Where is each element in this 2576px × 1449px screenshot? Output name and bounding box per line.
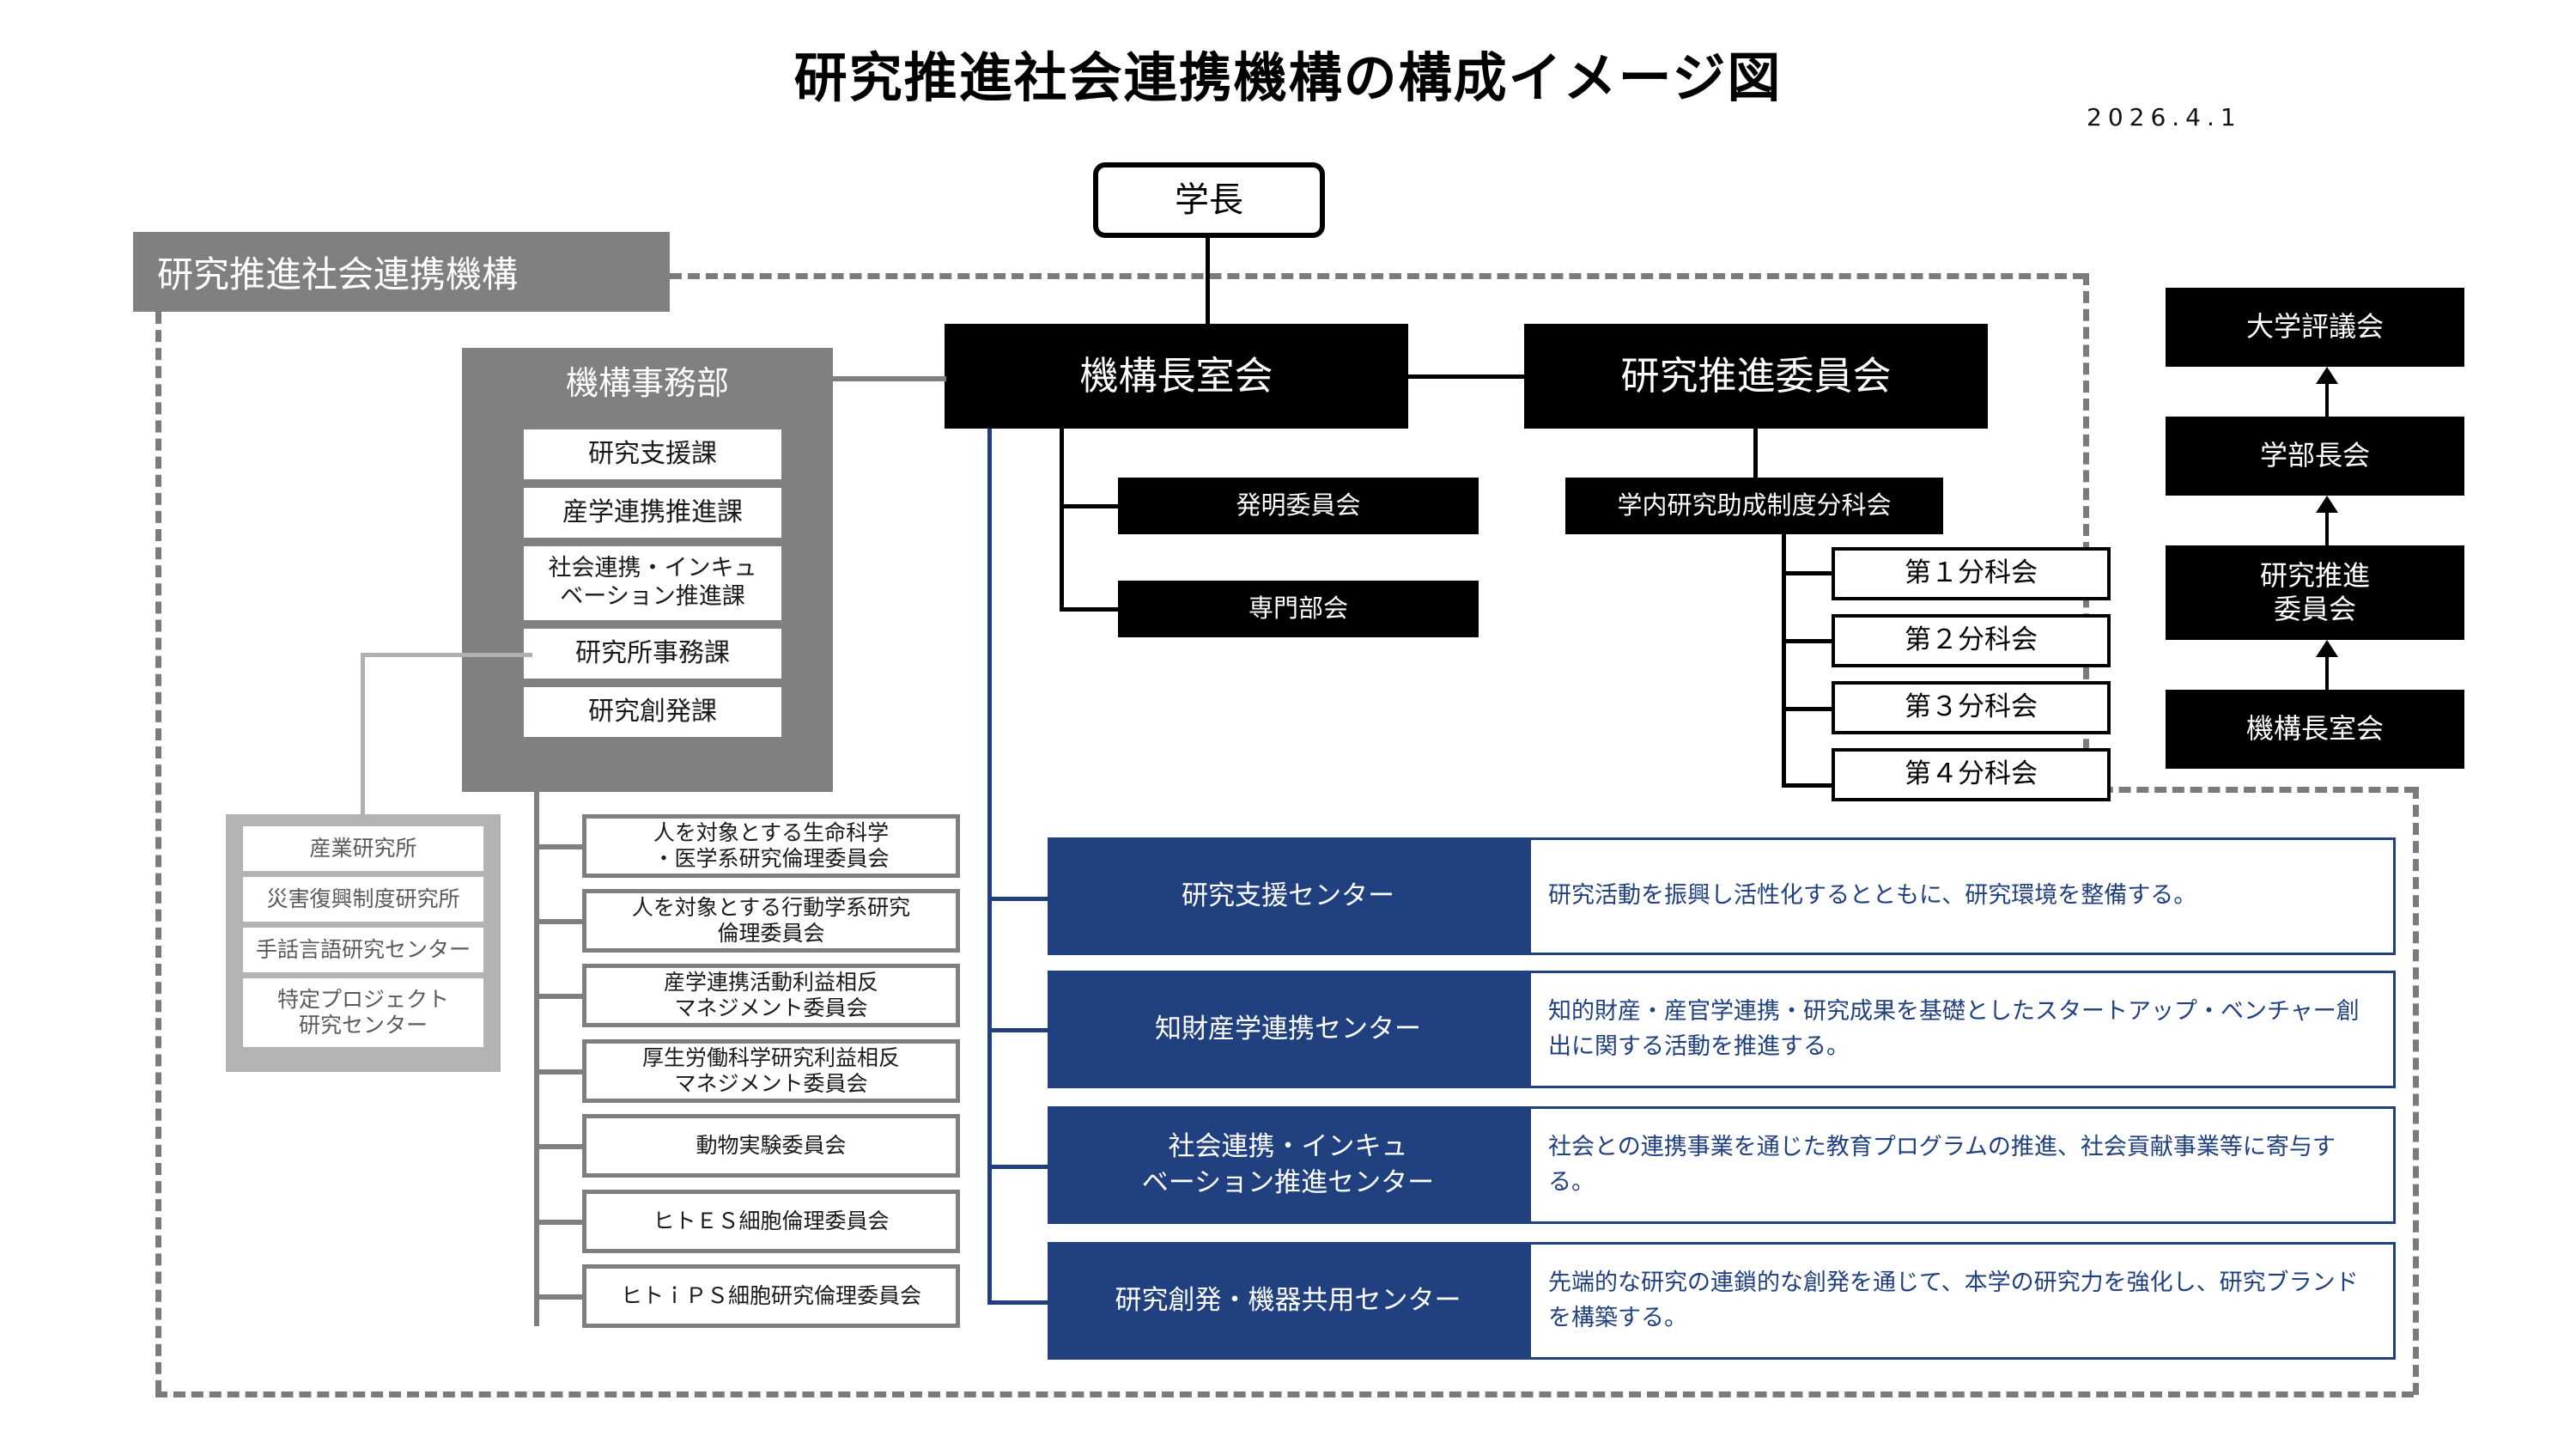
edge-subcommittee-branch-2 xyxy=(1782,639,1833,643)
committee-6[interactable]: ヒトＥＳ細胞倫理委員会 xyxy=(582,1190,960,1253)
center-description-4: 先端的な研究の連鎖的な創発を通じて、本学の研究力を強化し、研究ブランドを構築する… xyxy=(1528,1242,2396,1360)
org-boundary-step xyxy=(2083,787,2416,793)
center-name-1[interactable]: 研究支援センター xyxy=(1048,837,1528,955)
admin-department-title: 機構事務部 xyxy=(565,363,729,402)
edge-committee-branch-6 xyxy=(534,1220,586,1225)
escalation-university-council[interactable]: 大学評議会 xyxy=(2166,288,2464,367)
edge-committee-branch-2 xyxy=(534,919,586,924)
edge-committee-branch-1 xyxy=(534,844,586,849)
escalation-deans-meeting[interactable]: 学部長会 xyxy=(2166,417,2464,496)
committee-4[interactable]: 厚生労働科学研究利益相反 マネジメント委員会 xyxy=(582,1039,960,1103)
edge-head-office-to-research-committee xyxy=(1408,374,1524,379)
admin-division-3[interactable]: 社会連携・インキュ ベーション推進課 xyxy=(524,546,781,620)
edge-centers-trunk xyxy=(987,429,992,1305)
edge-subcommittee-branch-3 xyxy=(1782,707,1833,711)
center-description-3: 社会との連携事業を通じた教育プログラムの推進、社会貢献事業等に寄与する。 xyxy=(1528,1106,2396,1224)
edge-center-branch-1 xyxy=(987,897,1048,901)
edge-admin-dept-to-institutes-v xyxy=(361,653,365,816)
escalation-research-promotion-committee[interactable]: 研究推進 委員会 xyxy=(2166,545,2464,640)
escalation-arrow-1-icon xyxy=(2315,640,2339,690)
edge-subcommittee-branch-1 xyxy=(1782,571,1833,575)
edge-admin-dept-to-head-office xyxy=(831,376,946,381)
node-subcommittee-4[interactable]: 第４分科会 xyxy=(1832,748,2111,801)
node-internal-grant-subcommittee[interactable]: 学内研究助成制度分科会 xyxy=(1565,478,1943,534)
revision-date: 2026.4.1 xyxy=(2087,103,2242,131)
center-name-3[interactable]: 社会連携・インキュ ベーション推進センター xyxy=(1048,1106,1528,1224)
node-subcommittee-3[interactable]: 第３分科会 xyxy=(1832,681,2111,734)
escalation-arrow-3-icon xyxy=(2315,367,2339,417)
org-boundary-bottom xyxy=(155,1391,2414,1397)
committee-1[interactable]: 人を対象とする生命科学 ・医学系研究倫理委員会 xyxy=(582,814,960,878)
edge-committee-branch-4 xyxy=(534,1069,586,1075)
node-organization-head-office[interactable]: 機構長室会 xyxy=(945,324,1408,429)
org-boundary-right-lower xyxy=(2413,787,2419,1395)
admin-division-4[interactable]: 研究所事務課 xyxy=(524,629,781,679)
node-research-promotion-committee[interactable]: 研究推進委員会 xyxy=(1524,324,1988,429)
edge-research-committee-to-grant-subcommittee xyxy=(1753,429,1758,479)
edge-committee-branch-7 xyxy=(534,1294,586,1300)
edge-subcommittee-trunk xyxy=(1782,534,1786,788)
center-name-2[interactable]: 知財産学連携センター xyxy=(1048,971,1528,1088)
node-invention-committee[interactable]: 発明委員会 xyxy=(1118,478,1479,534)
edge-admin-dept-to-institutes-h xyxy=(361,653,532,657)
admin-division-5[interactable]: 研究創発課 xyxy=(524,687,781,737)
edge-center-branch-4 xyxy=(987,1300,1048,1305)
institute-4[interactable]: 特定プロジェクト 研究センター xyxy=(243,978,483,1047)
institute-3[interactable]: 手話言語研究センター xyxy=(243,928,483,972)
edge-committee-trunk xyxy=(534,792,539,1326)
escalation-arrow-2-icon xyxy=(2315,496,2339,545)
center-description-2: 知的財産・産官学連携・研究成果を基礎としたスタートアップ・ベンチャー創出に関する… xyxy=(1528,971,2396,1088)
escalation-head-office[interactable]: 機構長室会 xyxy=(2166,690,2464,769)
node-subcommittee-2[interactable]: 第２分科会 xyxy=(1832,614,2111,667)
edge-committee-branch-3 xyxy=(534,994,586,999)
admin-division-1[interactable]: 研究支援課 xyxy=(524,429,781,479)
page-title: 研究推進社会連携機構の構成イメージ図 xyxy=(793,46,1783,109)
edge-to-specialist-subcommittee xyxy=(1060,607,1120,612)
admin-division-2[interactable]: 産学連携推進課 xyxy=(524,488,781,538)
org-boundary-left xyxy=(155,312,161,1392)
committee-5[interactable]: 動物実験委員会 xyxy=(582,1114,960,1178)
node-specialist-subcommittee[interactable]: 専門部会 xyxy=(1118,581,1479,637)
committee-2[interactable]: 人を対象とする行動学系研究 倫理委員会 xyxy=(582,889,960,953)
committee-3[interactable]: 産学連携活動利益相反 マネジメント委員会 xyxy=(582,964,960,1027)
institute-2[interactable]: 災害復興制度研究所 xyxy=(243,877,483,922)
edge-subcommittee-branch-4 xyxy=(1782,783,1833,788)
committee-7[interactable]: ヒトｉＰＳ細胞研究倫理委員会 xyxy=(582,1264,960,1328)
center-description-1: 研究活動を振興し活性化するとともに、研究環境を整備する。 xyxy=(1528,837,2396,955)
edge-committee-branch-5 xyxy=(534,1144,586,1149)
edge-center-branch-2 xyxy=(987,1028,1048,1032)
edge-head-office-children-trunk xyxy=(1060,429,1064,612)
org-boundary-top xyxy=(670,273,2085,279)
org-boundary-label: 研究推進社会連携機構 xyxy=(133,232,670,312)
edge-to-invention-committee xyxy=(1060,504,1120,508)
org-boundary-right-upper xyxy=(2083,273,2089,787)
edge-center-branch-3 xyxy=(987,1165,1048,1169)
institute-1[interactable]: 産業研究所 xyxy=(243,826,483,871)
node-subcommittee-1[interactable]: 第１分科会 xyxy=(1832,547,2111,600)
edge-president-to-head-office xyxy=(1206,238,1210,324)
node-president[interactable]: 学長 xyxy=(1093,162,1325,238)
center-name-4[interactable]: 研究創発・機器共用センター xyxy=(1048,1242,1528,1360)
